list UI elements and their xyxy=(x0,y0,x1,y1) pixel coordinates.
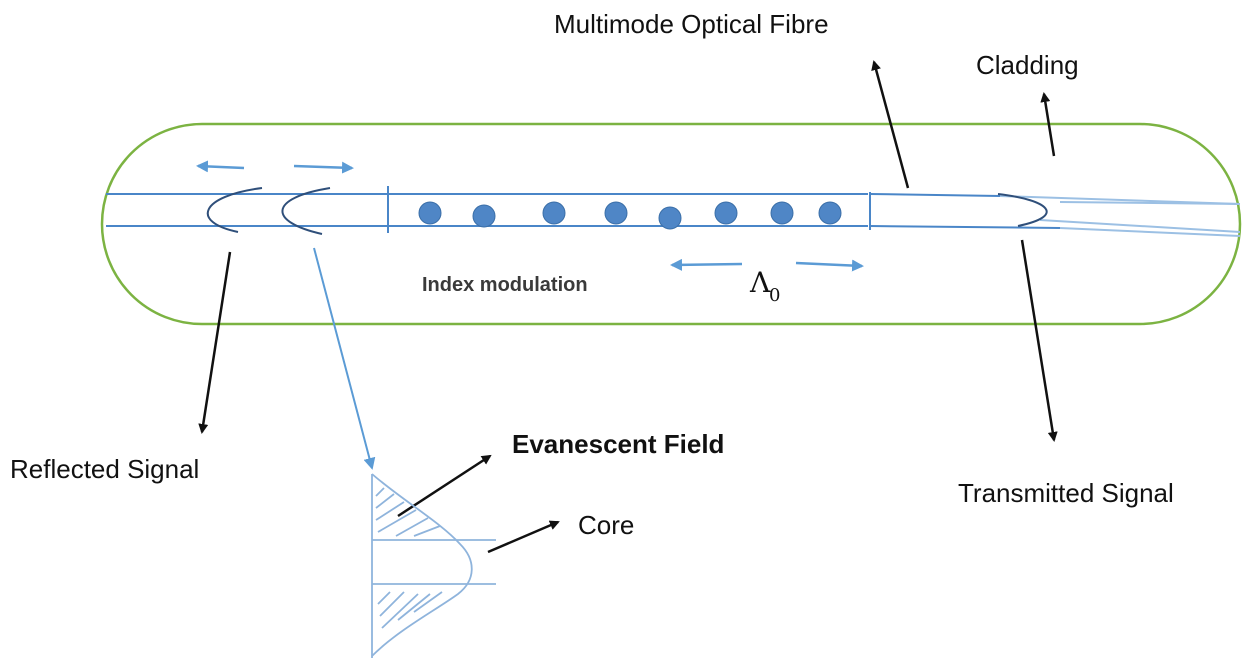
cladding-pointer xyxy=(1040,92,1056,157)
left-direction-arrow xyxy=(196,160,245,173)
evanescent-field-pointer xyxy=(397,454,492,518)
index-modulation-label: Index modulation xyxy=(422,274,588,296)
field-profile xyxy=(371,473,496,658)
cladding-outline xyxy=(100,122,1242,326)
period-symbol: Λ xyxy=(749,266,771,299)
reflected-signal-pointer xyxy=(198,251,232,434)
hatch-line xyxy=(377,509,417,533)
period-subscript: 0 xyxy=(769,285,780,306)
grating-dot xyxy=(714,201,738,225)
reflected-wavefront-1 xyxy=(206,187,263,233)
profile-curve xyxy=(371,473,473,657)
transmitted-wavefront xyxy=(997,193,1048,227)
period-arrow-left xyxy=(670,258,743,271)
reflected-wavefront-2 xyxy=(281,187,331,235)
multimode-fibre-pointer xyxy=(871,60,910,189)
grating-dot xyxy=(472,204,496,228)
hatch-line xyxy=(375,487,385,497)
transmitted-signal-label: Transmitted Signal xyxy=(958,478,1174,508)
transmitted-signal-pointer xyxy=(1020,239,1058,442)
hatch-line xyxy=(375,493,395,509)
hatch-line xyxy=(375,501,405,521)
core-pointer xyxy=(487,520,560,554)
hatch-line xyxy=(395,517,429,537)
right-direction-arrow xyxy=(293,161,354,174)
hatch-line xyxy=(413,591,443,613)
index-modulation-dots xyxy=(418,201,842,230)
grating-dot xyxy=(542,201,566,225)
taper-bottom-line xyxy=(869,225,1061,229)
multimode-fibre-label: Multimode Optical Fibre xyxy=(554,9,829,39)
fibre-core xyxy=(106,186,1241,237)
taper-inner-bottom xyxy=(1039,219,1241,233)
grating-dot xyxy=(818,201,842,225)
hatch-line xyxy=(379,591,405,617)
core-label: Core xyxy=(578,510,634,540)
grating-dot xyxy=(604,201,628,225)
grating-dot xyxy=(658,206,682,230)
hatch-line xyxy=(413,525,441,537)
hatch-line xyxy=(381,593,419,629)
grating-dot xyxy=(418,201,442,225)
cladding-label: Cladding xyxy=(976,50,1079,80)
period-arrow-right xyxy=(795,259,864,272)
reflected-signal-label: Reflected Signal xyxy=(10,454,199,484)
hatch-line xyxy=(397,593,431,621)
field-profile-pointer xyxy=(313,247,376,470)
evanescent-field-label: Evanescent Field xyxy=(512,429,724,459)
taper-inner-top xyxy=(1059,201,1241,205)
taper-bottom-line-2 xyxy=(1059,227,1241,237)
hatch-line xyxy=(377,591,391,605)
taper-top-line xyxy=(869,193,1001,197)
grating-dot xyxy=(770,201,794,225)
